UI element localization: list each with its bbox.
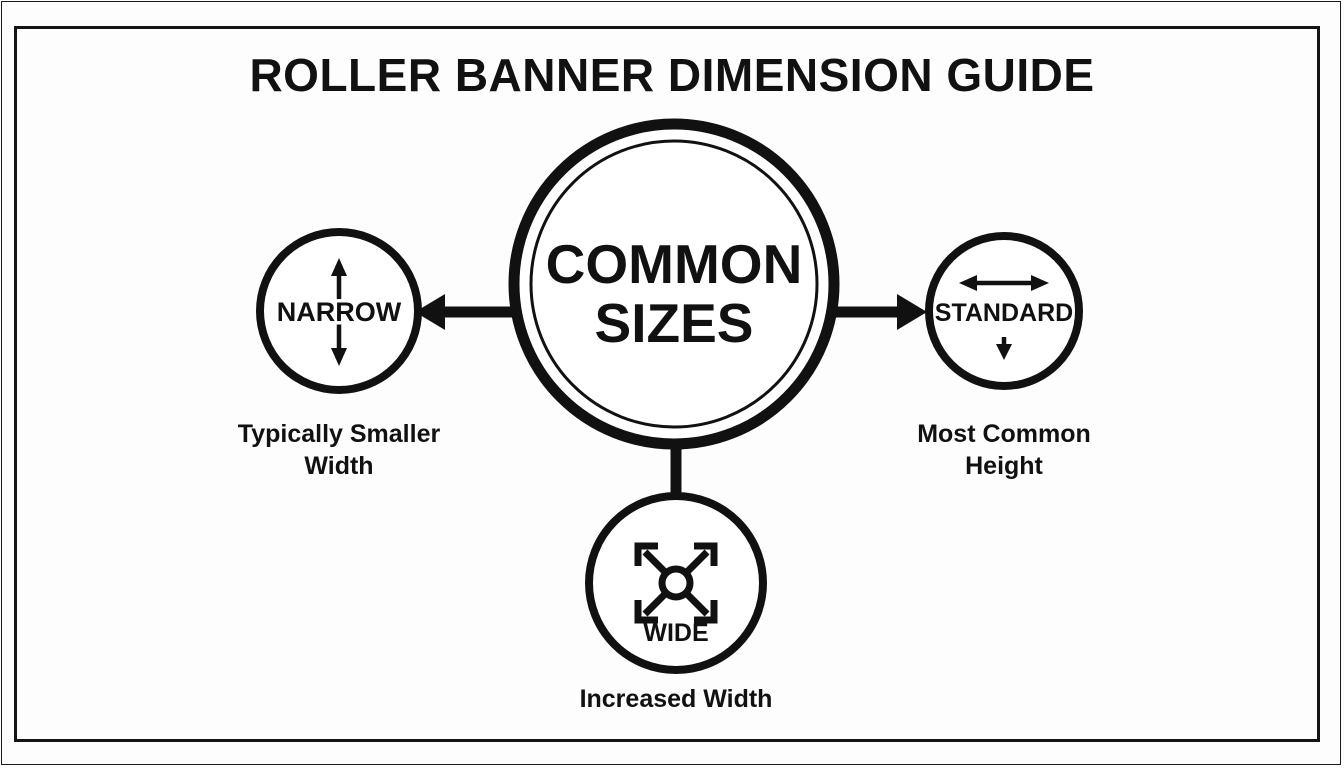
wide-caption-line1: Increased Width (580, 685, 773, 713)
standard-circle-outline (925, 232, 1083, 390)
wide-label: WIDE (643, 619, 708, 647)
page-title: ROLLER BANNER DIMENSION GUIDE (249, 49, 1094, 101)
connector-hub-to-standard (828, 294, 927, 330)
down-arrow-icon (996, 337, 1012, 360)
horizontal-double-arrow-icon (959, 275, 1049, 291)
standard-label: STANDARD (935, 299, 1073, 327)
hub-label-line2: SIZES (595, 292, 754, 354)
hub-node-common-sizes[interactable]: COMMON SIZES (508, 118, 840, 450)
hub-outer-ring-icon (508, 118, 840, 450)
standard-caption-line2: Height (965, 452, 1043, 480)
narrow-label: NARROW (277, 297, 402, 327)
narrow-caption-line1: Typically Smaller (238, 420, 441, 448)
hub-label-line1: COMMON (546, 233, 803, 295)
four-way-expand-icon (634, 542, 718, 624)
node-narrow[interactable]: NARROW Typically Smaller Width (238, 228, 441, 480)
narrow-caption-line2: Width (304, 452, 373, 480)
connector-hub-to-narrow (415, 294, 520, 330)
node-wide[interactable]: WIDE Increased Width (580, 492, 773, 713)
node-standard[interactable]: STANDARD Most Common Height (917, 232, 1091, 480)
standard-caption-line1: Most Common (917, 420, 1091, 448)
vertical-double-arrow-icon (331, 258, 347, 366)
hub-inner-ring-icon (529, 139, 819, 429)
